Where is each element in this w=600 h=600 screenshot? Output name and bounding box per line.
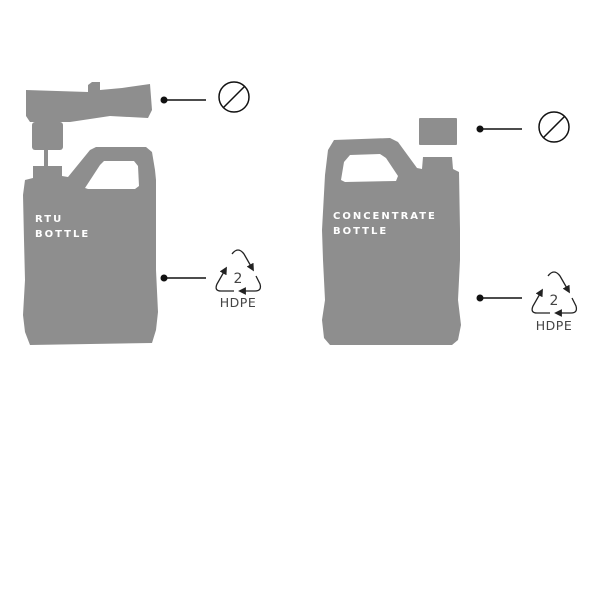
- resin-name: HDPE: [220, 295, 256, 310]
- resin-code: 2: [234, 271, 243, 287]
- sprayer-head: [26, 82, 152, 166]
- resin-code: 2: [550, 293, 559, 309]
- concentrate-cap: [419, 118, 457, 145]
- concentrate-bottle: CONCENTRATE BOTTLE: [322, 118, 461, 345]
- rtu-bottle: RTU BOTTLE: [23, 82, 158, 345]
- resin-name: HDPE: [536, 318, 572, 333]
- concentrate-jug-body: [322, 138, 461, 345]
- rtu-label-line2: BOTTLE: [35, 229, 90, 240]
- concentrate-label-line2: BOTTLE: [333, 226, 388, 237]
- rtu-body-callout: 2 HDPE: [160, 249, 262, 310]
- recycle-hdpe-icon: [215, 249, 262, 295]
- concentrate-body-callout: 2 HDPE: [476, 271, 578, 333]
- rtu-label-line1: RTU: [35, 214, 63, 225]
- rtu-jug-body: [23, 147, 158, 345]
- not-recyclable-icon: [218, 81, 250, 113]
- recycle-hdpe-icon: [531, 271, 578, 317]
- not-recyclable-icon: [538, 111, 570, 143]
- rtu-sprayer-callout: [160, 81, 250, 113]
- concentrate-label-line1: CONCENTRATE: [333, 211, 437, 222]
- concentrate-cap-callout: [476, 111, 570, 143]
